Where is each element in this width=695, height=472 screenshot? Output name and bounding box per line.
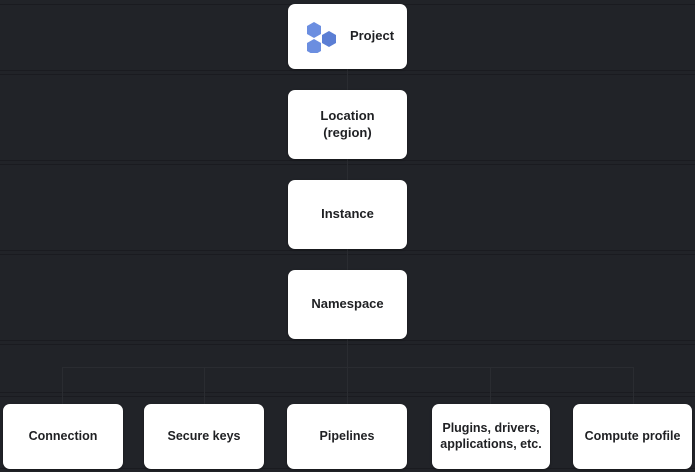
node-location[interactable]: Location (region) [288,90,407,159]
node-namespace[interactable]: Namespace [288,270,407,339]
node-secure-keys-label: Secure keys [167,428,241,443]
node-secure-keys[interactable]: Secure keys [144,404,264,469]
node-plugins-label: Plugins, drivers, applications, etc. [440,420,542,451]
node-pipelines-label: Pipelines [319,428,375,443]
node-plugins[interactable]: Plugins, drivers, applications, etc. [432,404,550,469]
connector-drop-secure-keys [204,367,205,404]
node-connection[interactable]: Connection [3,404,123,469]
connector-project-location [347,69,348,90]
node-instance-label: Instance [321,206,374,222]
node-project[interactable]: Project [288,4,407,69]
connector-drop-connection [62,367,63,404]
node-project-label: Project [349,28,395,44]
node-connection-label: Connection [28,428,98,443]
connector-instance-namespace [347,249,348,270]
node-compute-profile[interactable]: Compute profile [573,404,692,469]
node-namespace-label: Namespace [311,296,384,312]
connector-namespace-bus [347,339,348,367]
node-instance[interactable]: Instance [288,180,407,249]
node-pipelines[interactable]: Pipelines [287,404,407,469]
connector-location-instance [347,159,348,180]
connector-drop-plugins [490,367,491,404]
connector-drop-compute-profile [633,367,634,404]
node-location-label: Location (region) [320,108,375,140]
connector-drop-pipelines [347,367,348,404]
hexagon-cluster-icon [305,21,339,55]
node-compute-profile-label: Compute profile [584,428,681,443]
